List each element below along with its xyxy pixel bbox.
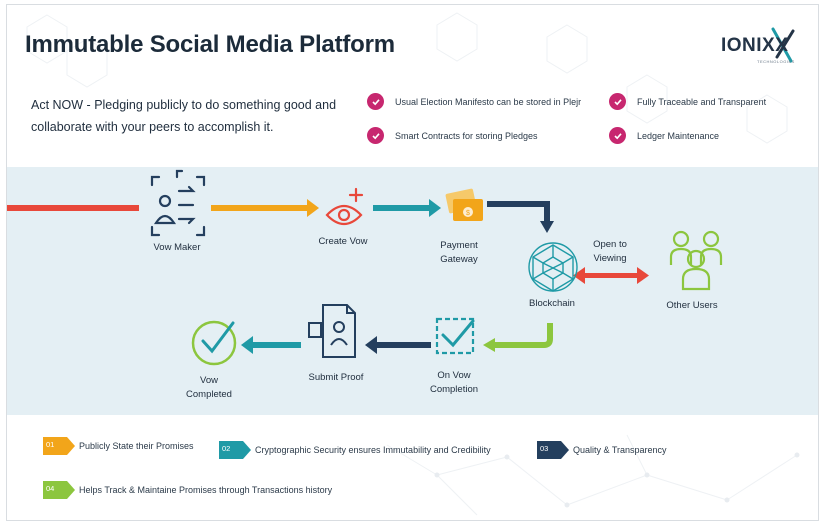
node-label-submit-proof: Submit Proof <box>308 372 364 383</box>
flow-arrow-to-create-vow <box>211 199 319 217</box>
badge-number: 01 <box>46 440 55 449</box>
checkmark-icon <box>609 127 626 144</box>
checkmark-icon <box>367 93 384 110</box>
vow-completed-check-icon <box>191 320 237 366</box>
flow-arrow-to-vow-completed <box>241 336 301 354</box>
payment-gateway-icon: $ <box>445 188 483 221</box>
flow-arrow-to-submit-proof <box>365 336 431 354</box>
footer-item: 02 Cryptographic Security ensures Immuta… <box>219 441 491 459</box>
badge-arrow-icon: 04 <box>43 481 75 499</box>
create-vow-eye-icon <box>325 187 364 226</box>
page-title: Immutable Social Media Platform <box>25 31 395 58</box>
node-label-create-vow: Create Vow <box>318 236 368 247</box>
badge-number: 04 <box>46 484 55 493</box>
vow-completion-check-icon <box>435 317 475 355</box>
logo-swoosh-icon <box>771 27 795 63</box>
footer-item: 04 Helps Track & Maintaine Promises thro… <box>43 481 332 499</box>
logo-tagline: TECHNOLOGIES <box>757 59 795 64</box>
flow-arrow-open-to-viewing <box>573 267 649 284</box>
company-logo: IONIXX TECHNOLOGIES <box>713 25 809 69</box>
feature-item: Ledger Maintenance <box>609 127 719 144</box>
footer-label: Quality & Transparency <box>573 445 667 455</box>
badge-number: 03 <box>540 444 549 453</box>
checkmark-icon <box>609 93 626 110</box>
feature-label: Ledger Maintenance <box>637 130 720 141</box>
feature-label: Usual Election Manifesto can be stored i… <box>395 96 582 107</box>
node-label-vow-maker: Vow Maker <box>153 242 201 253</box>
blockchain-icon <box>528 242 578 292</box>
logo-wordmark: IONIXX <box>721 35 789 56</box>
intro-statement: Act NOW - Pledging publicly to do someth… <box>31 98 337 134</box>
node-label-on-vow-completion: On Vow Completion <box>429 370 479 395</box>
footer-item: 01 Publicly State their Promises <box>43 437 194 455</box>
flow-arrow-to-payment <box>373 199 441 217</box>
submit-proof-document-icon <box>308 304 356 358</box>
feature-item: Fully Traceable and Transparent <box>609 93 766 110</box>
feature-item: Smart Contracts for storing Pledges <box>367 127 538 144</box>
footer-item: 03 Quality & Transparency <box>537 441 667 459</box>
badge-number: 02 <box>222 444 231 453</box>
flow-arrow-start <box>7 205 139 211</box>
node-label-payment-gateway: Payment Gateway <box>440 240 478 265</box>
process-flow-diagram: $ <box>7 169 723 366</box>
feature-label: Smart Contracts for storing Pledges <box>395 130 538 141</box>
node-label-open-to-viewing: Open to Viewing <box>593 239 627 264</box>
footer-label: Publicly State their Promises <box>79 441 194 451</box>
badge-arrow-icon: 01 <box>43 437 75 455</box>
feature-label: Fully Traceable and Transparent <box>637 96 767 107</box>
flow-arrow-to-blockchain <box>487 201 554 233</box>
node-label-other-users: Other Users <box>666 300 718 311</box>
feature-item: Usual Election Manifesto can be stored i… <box>367 93 581 110</box>
badge-arrow-icon: 02 <box>219 441 251 459</box>
badge-arrow-icon: 03 <box>537 441 569 459</box>
background-network-pattern <box>26 12 800 516</box>
vow-maker-icon <box>150 169 206 237</box>
flow-arrow-to-vow-completion <box>483 323 553 352</box>
footer-label: Cryptographic Security ensures Immutabil… <box>255 445 491 455</box>
infographic: Immutable Social Media Platform IONIXX T… <box>6 4 819 521</box>
svg-text:$: $ <box>466 210 470 217</box>
other-users-icon <box>669 230 723 291</box>
checkmark-icon <box>367 127 384 144</box>
node-label-vow-completed: Vow Completed <box>186 375 232 400</box>
footer-label: Helps Track & Maintaine Promises through… <box>79 485 333 495</box>
node-label-blockchain: Blockchain <box>529 298 575 309</box>
